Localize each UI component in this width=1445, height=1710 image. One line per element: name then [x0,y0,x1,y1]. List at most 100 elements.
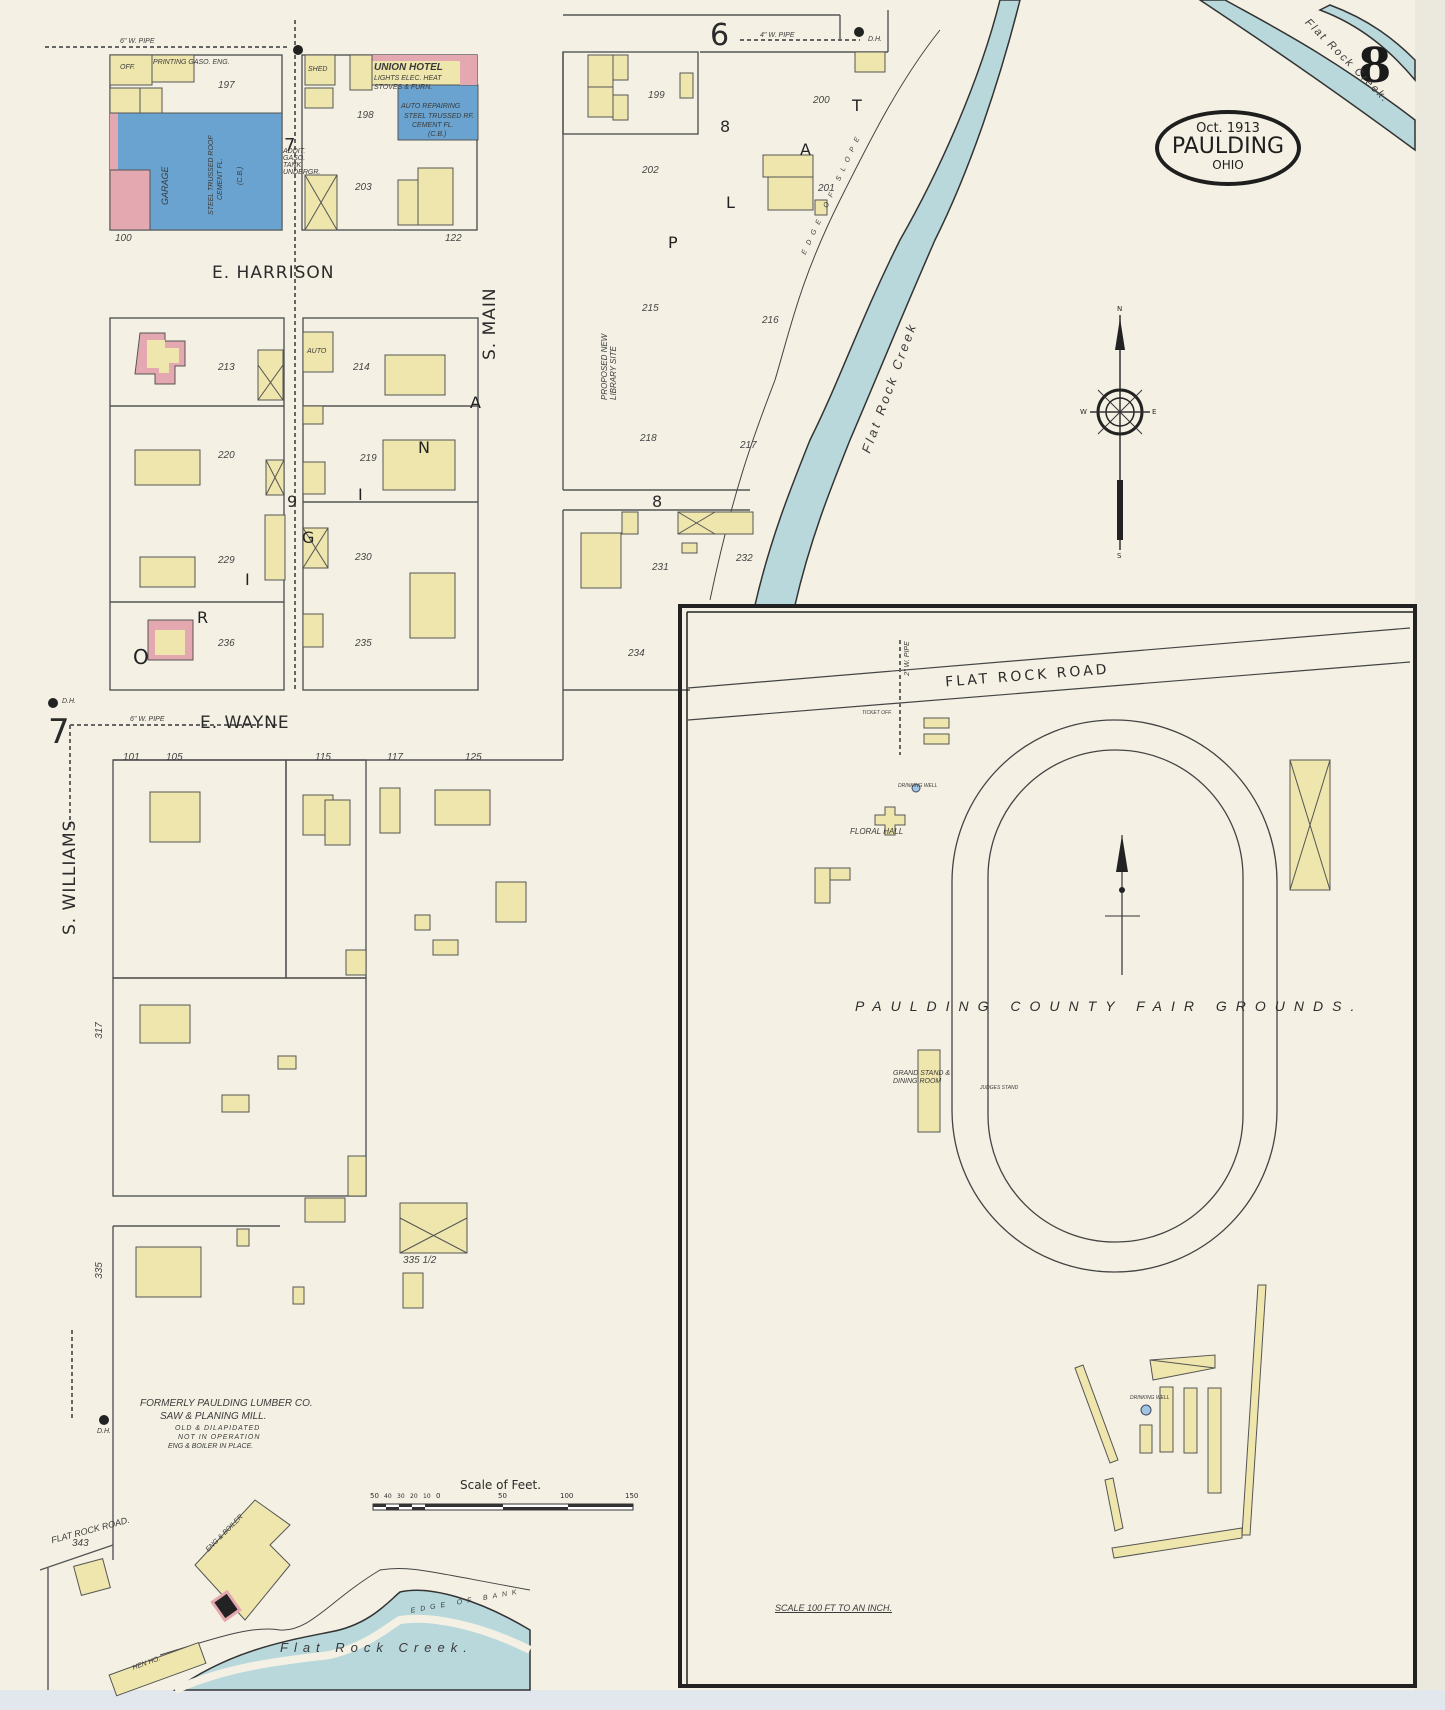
auto-label: AUTO [307,348,327,355]
block-number-8-upper: 8 [720,117,731,136]
union-hotel-label: UNION HOTEL [374,62,443,73]
address-317: 317 [93,1022,105,1039]
sheet-edge [1415,0,1445,1690]
auto-repairing-note3: (C.B.) [428,131,447,138]
garage-label: GARAGE [160,166,170,205]
garage-note1: STEEL TRUSSED ROOF [208,135,215,215]
lot-197: 197 [218,80,235,91]
scale-tick-40: 40 [384,1493,392,1500]
lot-236: 236 [218,638,235,649]
plat-letter-l: L [726,193,735,212]
drinking-well-label-2: DRINKING WELL [1130,1395,1170,1401]
address-105: 105 [166,752,183,763]
lot-214: 214 [353,362,370,373]
scale-bar [372,1503,634,1511]
street-e-wayne: E. WAYNE [200,713,290,733]
scale-tick-50: 50 [498,1492,507,1500]
scale-note: SCALE 100 FT TO AN INCH. [775,1603,893,1613]
pipe-label-4in: 4" W. PIPE [760,32,795,39]
creek-middle [754,0,1021,606]
library-site-label: PROPOSED NEW LIBRARY SITE [600,333,618,400]
lot-234: 234 [628,648,645,659]
lot-217: 217 [740,440,757,451]
lot-230: 230 [355,552,372,563]
block-number-9: 9 [287,492,298,511]
lot-215: 215 [642,303,659,314]
address-115: 115 [315,752,331,763]
creek-top-right-a [1198,0,1416,152]
plat-letter-i2: I [358,485,363,504]
plat-letter-n: N [418,438,430,457]
hydrant-label: D.H. [868,36,882,43]
shed-label: SHED [308,66,328,73]
address-117: 117 [387,752,403,763]
hydrant-label-2: D.H. [62,698,76,705]
creek-top-right-b [1318,4,1416,83]
block-number-6: 6 [710,18,730,53]
lot-218: 218 [640,433,657,444]
hydrant-label-3: D.H. [97,1428,111,1435]
scale-tick-50l: 50 [370,1492,379,1500]
sheet-number: 8 [1358,38,1392,94]
lot-213: 213 [218,362,235,373]
lot-229: 229 [218,555,235,566]
scale-tick-150: 150 [625,1492,639,1500]
lot-198: 198 [357,110,374,121]
auto-repairing-label: AUTO REPAIRING [401,103,461,110]
compass-e: E [1152,408,1157,416]
street-s-main: S. MAIN [480,287,500,360]
lot-232: 232 [736,553,753,564]
garage-note3: (C.B.) [237,166,244,185]
lumber-note-line1: FORMERLY PAULDING LUMBER CO. [140,1398,313,1409]
scale-tick-0: 0 [436,1492,441,1500]
scale-tick-100: 100 [560,1492,574,1500]
lot-201: 201 [818,183,835,194]
race-track-inner [987,749,1244,1243]
pipe-label-6in-wayne: 6" W. PIPE [130,716,165,723]
address-101: 101 [123,752,140,763]
state-name: OHIO [1212,158,1244,172]
edge-of-slope [709,29,941,601]
map-date: Oct. 1913 [1196,121,1260,136]
compass-s: S [1117,552,1122,560]
plat-letter-a2: A [800,140,811,159]
address-335-half: 335 1/2 [403,1255,437,1266]
lot-216: 216 [762,315,779,326]
lot-199: 199 [648,90,665,101]
address-335: 335 [93,1262,105,1279]
plat-letter-t: T [852,96,862,115]
printing-label: PRINTING GASO. ENG. [153,59,230,66]
ticket-office-label: TICKET OFF. [862,710,892,716]
address-100: 100 [115,233,132,244]
fairgrounds-title: PAULDING COUNTY FAIR GROUNDS. [855,998,1364,1014]
plat-letter-a: A [470,393,481,412]
block-number-7-top: 7 [284,135,296,156]
compass-rose [1090,315,1150,550]
scale-tick-30: 30 [397,1493,405,1500]
plat-letter-r: R [197,608,209,627]
union-hotel-note1: LIGHTS ELEC. HEAT [374,75,442,82]
pipe-label-2in: 2" W. PIPE [903,641,911,676]
lumber-note-line5: ENG & BOILER IN PLACE. [168,1443,254,1450]
address-343: 343 [72,1538,89,1549]
floral-hall-label: FLORAL HALL [850,827,904,836]
lumber-note-line2: SAW & PLANING MILL. [160,1411,267,1422]
town-name: PAULDING [1171,134,1285,159]
lumber-note-line4: NOT IN OPERATION [178,1434,261,1441]
street-e-harrison: E. HARRISON [212,263,335,283]
auto-repairing-note1: STEEL TRUSSED RF. [404,113,474,120]
judges-stand-label: JUDGES STAND [980,1085,1019,1091]
address-125: 125 [465,752,482,763]
lumber-note-line3: OLD & DILAPIDATED [175,1425,261,1432]
gas-tank-label: ADDIT. GASO. TANK UNDERGR. [283,148,321,176]
block-number-8-lower: 8 [652,492,663,511]
compass-w: W [1080,408,1087,416]
scale-tick-20: 20 [410,1493,418,1500]
plat-letter-i: I [245,570,250,589]
lot-202: 202 [642,165,659,176]
grand-stand-label: GRAND STAND & DINING ROOM [893,1070,951,1085]
block-number-7-left: 7 [48,712,70,752]
plat-letter-o: O [133,645,149,669]
